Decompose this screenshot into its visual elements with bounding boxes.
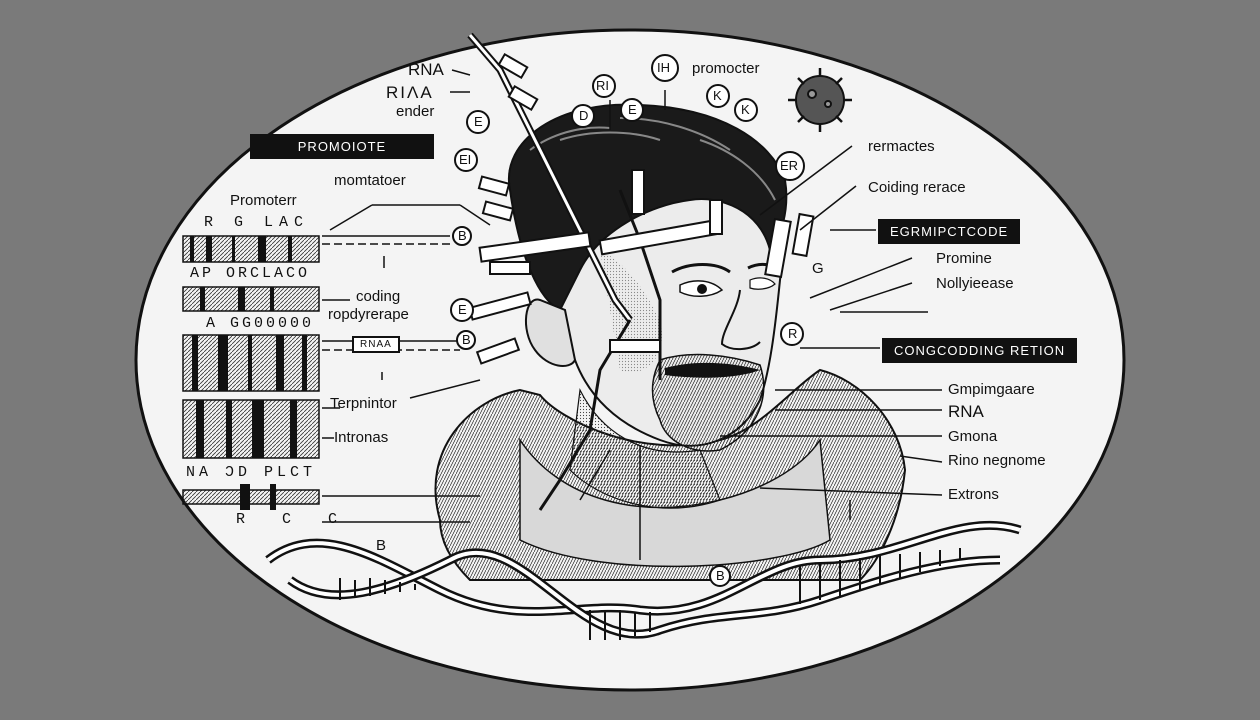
label-rna-top: RNA [408, 60, 444, 79]
marker-er [775, 151, 805, 181]
sequence-row-1: R G LAC [204, 214, 310, 231]
marker-r-text: R [788, 326, 798, 341]
marker-d [571, 104, 595, 128]
marker-b1-text: B [458, 228, 467, 243]
marker-b3 [456, 330, 476, 350]
sequence-row-5: R C C [236, 511, 352, 528]
marker-e2 [466, 110, 490, 134]
label-b-helix: B [376, 537, 387, 554]
marker-ei [454, 148, 478, 172]
banner-promoiote: PROMOIOTE [252, 136, 432, 157]
label-terpnintor: Terpnintor [330, 395, 397, 412]
marker-e2-text: E [474, 114, 483, 129]
sequence-strip-1 [182, 235, 320, 263]
label-momtatoer: momtatoer [334, 172, 406, 189]
marker-e3-text: E [458, 302, 467, 317]
marker-b2-text: B [716, 568, 725, 583]
sequence-row-4: NA ƆD PLCT [186, 464, 317, 481]
label-intronas: Intronas [334, 429, 389, 446]
label-gmona: Gmona [948, 428, 998, 445]
marker-er-text: ER [780, 158, 799, 173]
beard [651, 353, 765, 452]
virus-illustration [788, 68, 852, 132]
gene-chain [467, 32, 815, 511]
sequence-row-2: AP ORCLACO [190, 265, 311, 282]
marker-b1 [452, 226, 472, 246]
marker-b2 [709, 565, 731, 587]
label-g-right: G [812, 260, 824, 277]
label-gmpimgaare: Gmpimgaare [948, 381, 1035, 398]
marker-e [620, 98, 644, 122]
banner-rnaa: RNAA [352, 336, 400, 353]
label-rermactes: rermactes [868, 138, 935, 155]
sequence-strips [182, 235, 320, 510]
sequence-strip-5 [182, 489, 320, 505]
label-promocter: promocter [692, 60, 760, 77]
marker-ri-text: RI [596, 78, 609, 93]
marker-ri [592, 74, 616, 98]
label-riaa: RIΛA [386, 83, 434, 102]
ear [524, 298, 577, 367]
banner-egrmipctcode: EGRMIPCTCODE [880, 221, 1019, 242]
label-extrons: Extrons [948, 486, 999, 503]
marker-r [780, 322, 804, 346]
sequence-row-3: A GG00000 [206, 315, 315, 332]
label-coding-1: coding [356, 288, 401, 305]
label-coding-2: ropdyrerape [328, 306, 409, 323]
label-promoterr: Promoterr [230, 192, 297, 209]
dna-helix [265, 520, 1022, 640]
marker-ei-text: EI [459, 152, 472, 167]
label-nollyieease: Nollyieease [936, 275, 1014, 292]
label-rna-right: RNA [948, 402, 984, 421]
marker-ih-text: IH [657, 60, 670, 75]
neck [569, 387, 721, 509]
circle-markers [450, 54, 805, 587]
label-promine: Promine [936, 250, 992, 267]
sequence-strip-2 [182, 286, 320, 312]
label-rino-negnome: Rino negnome [948, 452, 1046, 469]
nose [720, 289, 761, 350]
marker-d-text: D [579, 108, 589, 123]
marker-e3 [450, 298, 474, 322]
marker-k2-text: K [741, 102, 750, 117]
label-coiding-rerace: Coiding rerace [868, 179, 966, 196]
marker-e-text: E [628, 102, 637, 117]
marker-k1 [706, 84, 730, 108]
marker-k2 [734, 98, 758, 122]
leader-lines [329, 69, 943, 560]
marker-b3-text: B [462, 332, 471, 347]
marker-ih [651, 54, 679, 82]
banner-congcodding-retion: CONGCODDING RETION [884, 340, 1076, 361]
label-ender: ender [396, 103, 435, 120]
marker-k1-text: K [713, 88, 722, 103]
